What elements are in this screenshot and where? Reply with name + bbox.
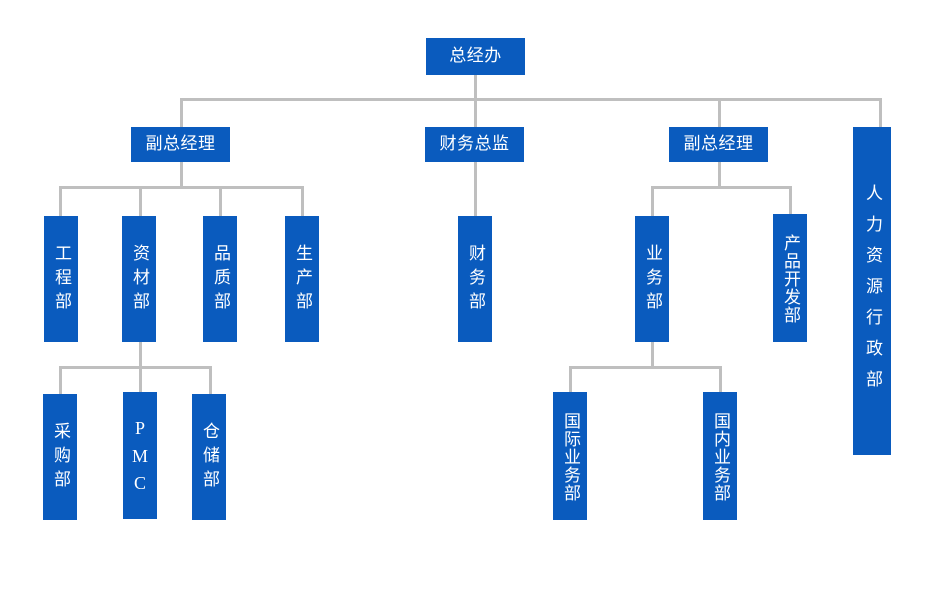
pmc-letter: C (133, 473, 146, 494)
node-vice-general-manager-1[interactable]: 副总经理 (131, 127, 230, 162)
connector-vp2-stem (718, 161, 721, 189)
connector-root-stem (474, 74, 477, 100)
connector-materials-stem (139, 341, 142, 369)
node-quality-department[interactable]: 品质部 (203, 216, 237, 342)
connector-drop-engineering (59, 186, 62, 216)
connector-business-stem (651, 341, 654, 369)
connector-drop-vp1 (180, 98, 183, 128)
node-vice-general-manager-2[interactable]: 副总经理 (669, 127, 768, 162)
node-finance-department[interactable]: 财务部 (458, 216, 492, 342)
connector-vp2-bus (651, 186, 791, 189)
pmc-letter: P (134, 417, 145, 438)
node-warehouse-department[interactable]: 仓储部 (192, 394, 226, 520)
node-domestic-business-department[interactable]: 国内业务部 (703, 392, 737, 520)
node-hr-admin-department[interactable]: 人力资源行政部 (853, 127, 891, 455)
connector-drop-cfo (474, 98, 477, 128)
node-international-business-department[interactable]: 国际业务部 (553, 392, 587, 520)
connector-drop-quality (219, 186, 222, 216)
node-finance-director[interactable]: 财务总监 (425, 127, 524, 162)
connector-vp1-bus (59, 186, 304, 189)
connector-drop-hr (879, 98, 882, 128)
node-product-development-department[interactable]: 产品开发部 (773, 214, 807, 342)
connector-drop-business (651, 186, 654, 216)
connector-drop-vp2 (718, 98, 721, 128)
connector-drop-warehouse (209, 366, 212, 394)
connector-drop-intl-business (569, 366, 572, 394)
node-production-department[interactable]: 生产部 (285, 216, 319, 342)
node-business-department[interactable]: 业务部 (635, 216, 669, 342)
connector-materials-bus (59, 366, 212, 369)
node-engineering-department[interactable]: 工程部 (44, 216, 78, 342)
connector-drop-materials (139, 186, 142, 216)
node-root[interactable]: 总经办 (426, 38, 525, 75)
connector-drop-pmc (139, 366, 142, 394)
connector-drop-product-dev (789, 186, 792, 214)
connector-drop-domestic-business (719, 366, 722, 394)
connector-business-bus (569, 366, 722, 369)
connector-cfo-stem (474, 161, 477, 216)
connector-drop-production (301, 186, 304, 216)
node-purchasing-department[interactable]: 采购部 (43, 394, 77, 520)
node-materials-department[interactable]: 资材部 (122, 216, 156, 342)
connector-level2-bus (180, 98, 882, 101)
connector-drop-purchasing (59, 366, 62, 394)
pmc-letter: M (131, 445, 148, 466)
connector-vp1-stem (180, 161, 183, 189)
